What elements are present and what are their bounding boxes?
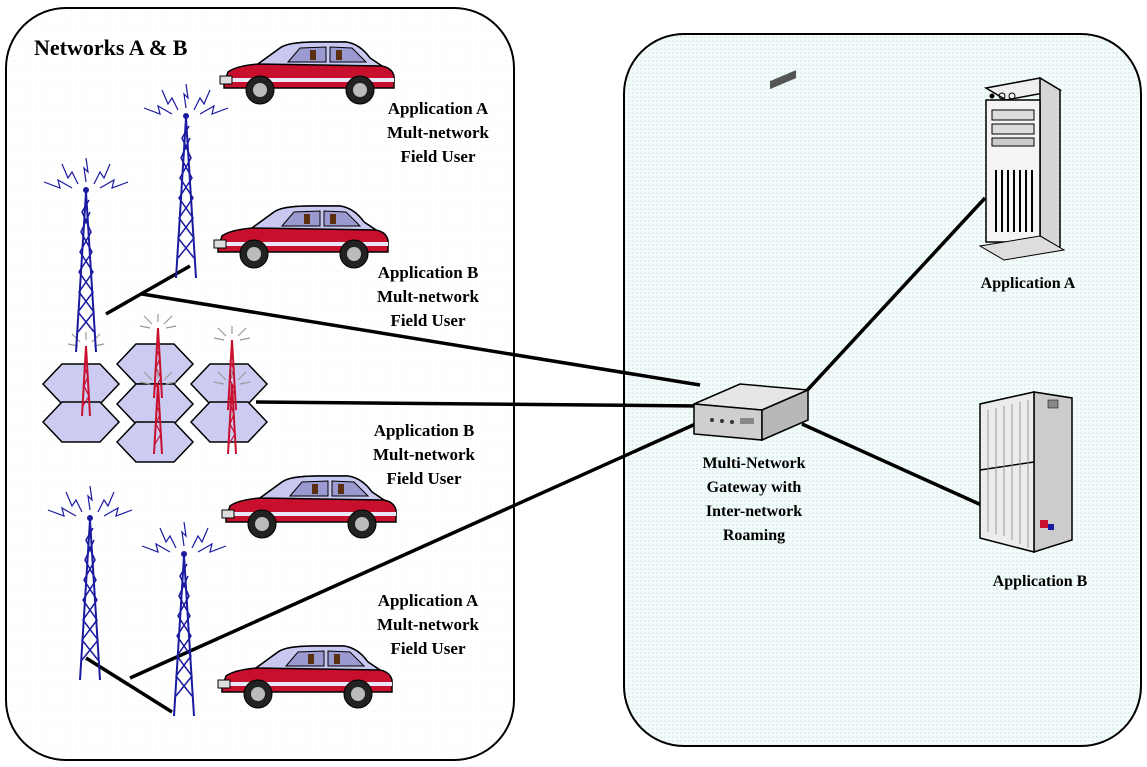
field-user-line: Application A bbox=[388, 99, 489, 118]
server-tower-icon bbox=[978, 76, 1066, 261]
connection-lines bbox=[85, 196, 989, 714]
field-user-line: Mult-network bbox=[377, 615, 480, 634]
gateway-line: Inter-network bbox=[706, 503, 802, 520]
field-user-line: Mult-network bbox=[377, 287, 480, 306]
field-user-label: Application B Mult-network Field User bbox=[373, 421, 476, 488]
field-user-line: Mult-network bbox=[373, 445, 476, 464]
field-user-line: Field User bbox=[400, 147, 476, 166]
gateway-label: Multi-Network Gateway with Inter-network… bbox=[702, 455, 805, 544]
field-user-line: Field User bbox=[390, 639, 466, 658]
field-user-line: Application A bbox=[378, 591, 479, 610]
server-a-label: Application A bbox=[981, 275, 1076, 292]
gateway-line: Roaming bbox=[723, 527, 785, 544]
field-user-line: Application B bbox=[378, 263, 479, 282]
gateway-icon bbox=[693, 70, 809, 442]
field-user-line: Field User bbox=[390, 311, 466, 330]
networks-title: Networks A & B bbox=[34, 35, 188, 60]
servers-region bbox=[623, 33, 1142, 747]
field-user-line: Application B bbox=[374, 421, 475, 440]
field-user-line: Mult-network bbox=[387, 123, 490, 142]
field-user-line: Field User bbox=[386, 469, 462, 488]
gateway-line: Gateway with bbox=[707, 479, 802, 496]
server-b-label: Application B bbox=[993, 573, 1088, 590]
server-rack-icon bbox=[979, 391, 1073, 554]
gateway-line: Multi-Network bbox=[702, 455, 805, 472]
field-user-label: Application A Mult-network Field User bbox=[377, 591, 480, 658]
field-user-label: Application B Mult-network Field User bbox=[377, 263, 480, 330]
field-user-label: Application A Mult-network Field User bbox=[387, 99, 490, 166]
